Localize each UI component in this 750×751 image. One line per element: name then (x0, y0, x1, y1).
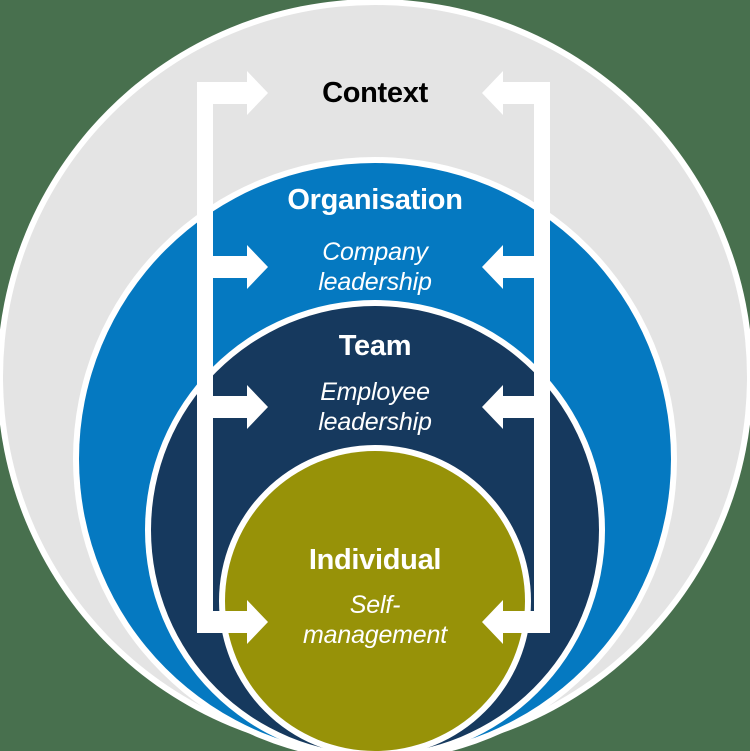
arrow-right-organisation-icon (213, 245, 268, 289)
sublabel-individual: Self- management (0, 590, 750, 650)
label-team: Team (338, 330, 412, 362)
connector-bar-left (197, 82, 213, 633)
label-context: Context (322, 77, 428, 109)
sublabel-organisation: Company leadership (0, 237, 750, 297)
arrow-left-team-icon (482, 385, 537, 429)
connector-bar-right (534, 82, 550, 633)
sublabel-team-line1: Employee (320, 378, 430, 406)
arrow-left-context-icon (482, 71, 537, 115)
sublabel-individual-line1: Self- (349, 591, 401, 619)
sublabel-organisation-line1: Company (322, 238, 428, 266)
circle-individual (225, 451, 525, 751)
arrow-left-individual-icon (482, 600, 537, 644)
label-individual: Individual (308, 544, 442, 576)
sublabel-team-line2: leadership (318, 408, 432, 436)
arrow-right-context-icon (213, 71, 268, 115)
arrow-right-team-icon (213, 385, 268, 429)
sublabel-organisation-line2: leadership (318, 268, 432, 296)
arrow-right-individual-icon (213, 600, 268, 644)
label-organisation: Organisation (287, 184, 463, 216)
sublabel-individual-line2: management (303, 621, 447, 649)
arrow-left-organisation-icon (482, 245, 537, 289)
sublabel-team: Employee leadership (0, 377, 750, 437)
